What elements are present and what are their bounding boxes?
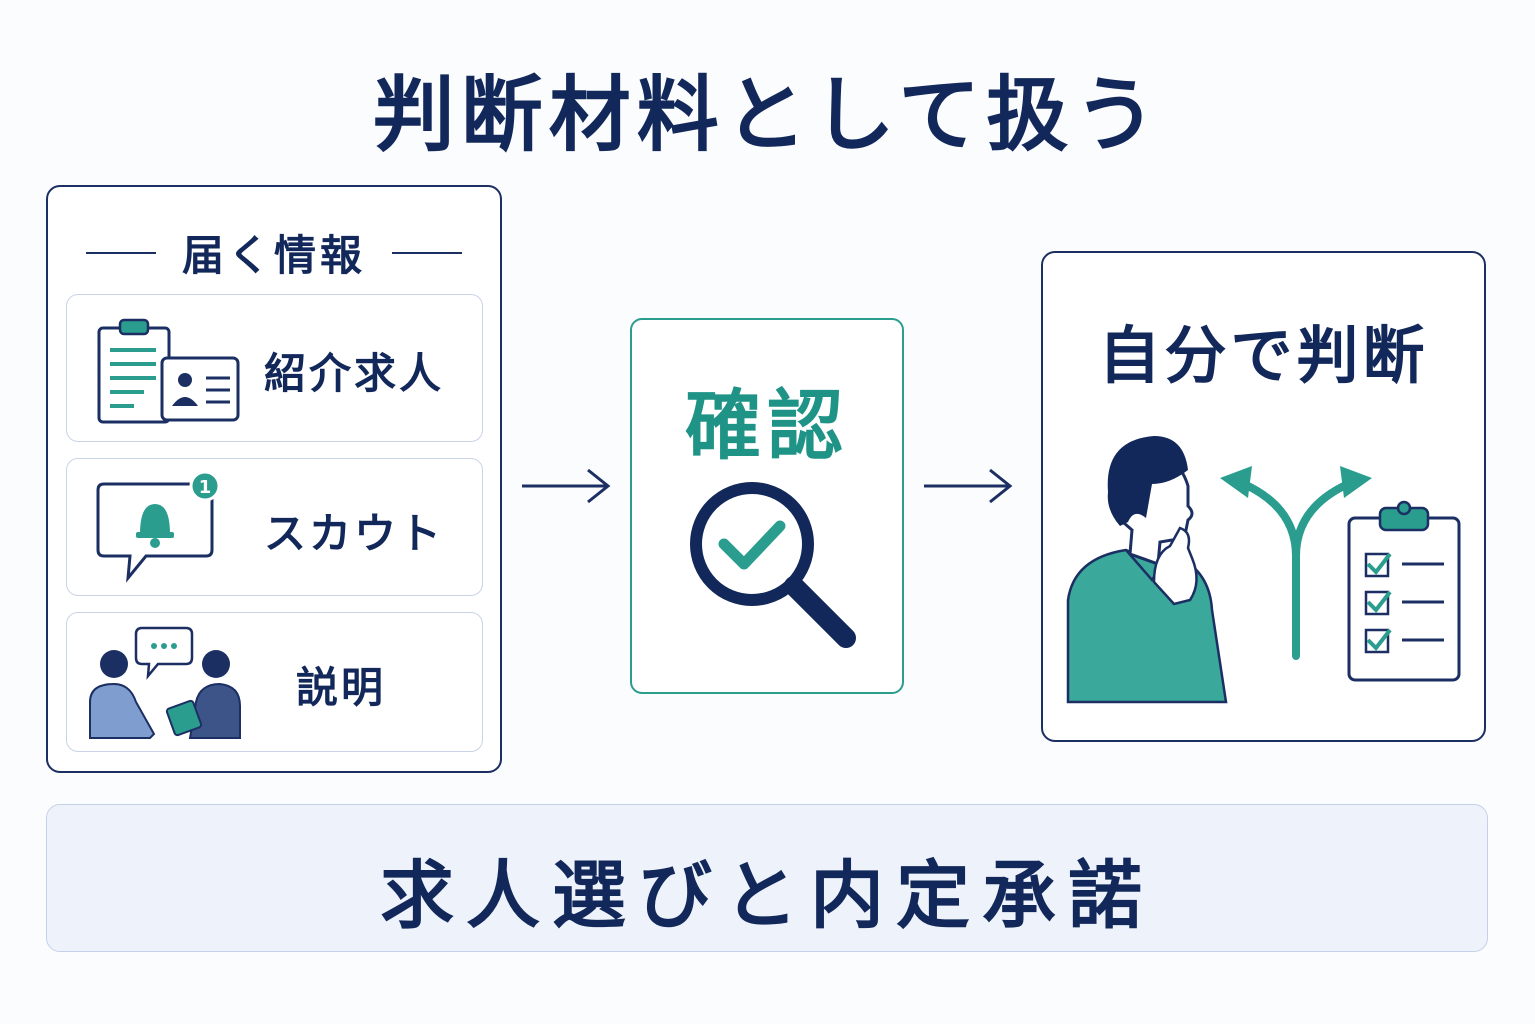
notification-bell-icon: 1	[96, 470, 221, 583]
info-panel-title: 届く情報	[181, 231, 366, 280]
arrow-right-icon	[924, 468, 1013, 504]
info-card-scout-label: スカウト	[264, 509, 445, 558]
arrow-right-icon	[522, 468, 611, 504]
summary-bar	[46, 804, 1488, 952]
info-card-explain-label: 説明	[296, 663, 387, 712]
confirm-label: 確認	[685, 381, 849, 470]
info-card-job-label: 紹介求人	[264, 349, 445, 398]
conversation-icon	[89, 626, 241, 739]
heading-rule-right	[392, 251, 462, 254]
info-panel-heading: 届く情報	[0, 222, 548, 283]
decide-label: 自分で判断	[1098, 319, 1429, 392]
magnifier-check-icon	[690, 482, 856, 648]
job-document-icon	[97, 318, 240, 424]
branching-arrows-icon	[1220, 466, 1372, 660]
scout-badge-count: 1	[199, 477, 212, 498]
heading-rule-left	[85, 251, 156, 254]
summary-label: 求人選びと内定承諾	[380, 853, 1154, 939]
thinking-person-icon	[1066, 436, 1228, 704]
checklist-clipboard-icon	[1347, 500, 1461, 682]
page-title: 判断材料として扱う	[372, 68, 1163, 163]
